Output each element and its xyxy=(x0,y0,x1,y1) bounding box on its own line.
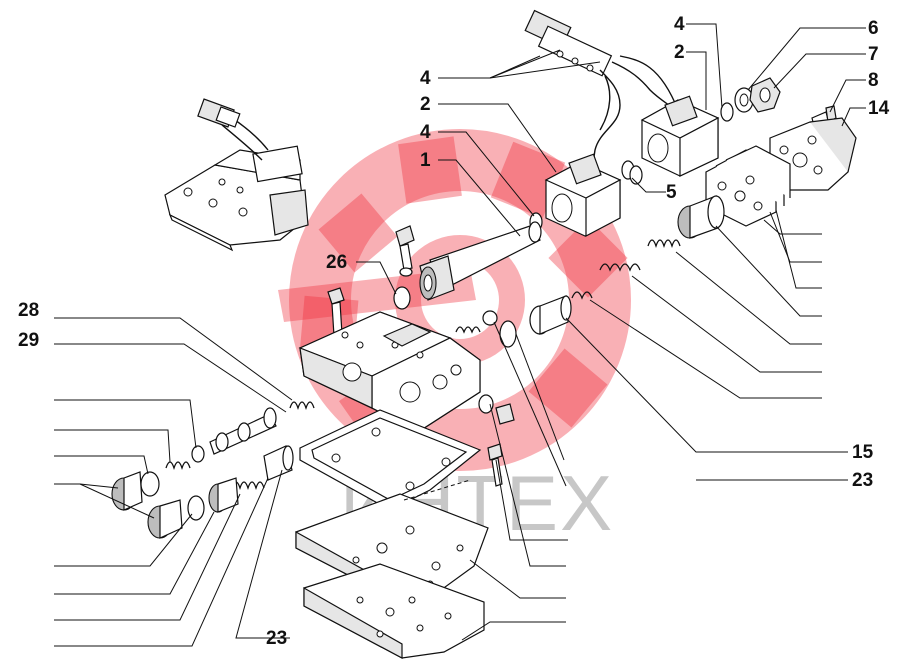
o-ring-4-top xyxy=(720,102,734,122)
nut-6 xyxy=(749,77,781,113)
ball-middle xyxy=(482,310,498,326)
callout-5: 6 xyxy=(868,18,879,39)
solenoid-tube-1 xyxy=(419,221,542,301)
callout-15: 23 xyxy=(852,470,873,491)
callout-14: 15 xyxy=(852,442,874,463)
solenoid-coil-rear xyxy=(640,95,720,177)
spool-left-lower xyxy=(208,477,239,513)
callout-29: 29 xyxy=(18,330,39,351)
spool-middle xyxy=(529,295,572,335)
valve-body xyxy=(298,311,481,433)
callout-23-label: 23 xyxy=(266,628,287,649)
plug-left-upper xyxy=(111,471,143,511)
callout-2-left: 2 xyxy=(420,94,431,115)
callout-28: 28 xyxy=(18,300,39,321)
fitting-right-of-body xyxy=(478,394,515,425)
washer-bolt xyxy=(399,267,413,277)
o-ring-26 xyxy=(393,286,411,310)
callout-2-top: 2 xyxy=(674,42,685,63)
spring-middle-long xyxy=(571,263,641,300)
spool-valve-left xyxy=(209,407,277,455)
washer-5 xyxy=(734,87,754,113)
base-plate xyxy=(303,563,485,659)
plug-left-lower xyxy=(147,499,183,539)
washer-left xyxy=(191,445,205,463)
spring-left-upper xyxy=(165,461,191,471)
callout-26: 26 xyxy=(326,252,347,273)
spring-right-small xyxy=(647,239,681,249)
solenoid-coil-front xyxy=(544,153,622,237)
watermark-gear-logo xyxy=(278,129,631,471)
callout-4-left: 4 xyxy=(420,122,431,143)
spring-left-lower xyxy=(231,481,265,491)
callout-3: 4 xyxy=(420,68,431,89)
spring-small-middle xyxy=(455,326,481,334)
spring-sleeve-right xyxy=(677,195,725,239)
assembled-valve-view xyxy=(164,98,309,252)
bolt-top xyxy=(395,225,415,271)
leader-lines xyxy=(54,23,866,647)
callout-8: 14 xyxy=(868,98,890,119)
spring-28 xyxy=(289,401,315,411)
gasket xyxy=(299,409,482,511)
sleeve-left xyxy=(263,445,294,481)
snap-ring-middle xyxy=(499,320,517,348)
o-ring-left xyxy=(140,471,160,497)
callout-4-middle: 5 xyxy=(666,182,677,203)
callout-4-top: 4 xyxy=(674,14,685,35)
callout-6: 7 xyxy=(868,44,879,65)
callout-labels: 4 2 4 1 4 2 5 6 7 8 14 26 28 29 15 23 23… xyxy=(18,14,890,649)
callout-7: 8 xyxy=(868,70,879,91)
o-ring-4-middle xyxy=(621,160,643,185)
callout-1: 1 xyxy=(420,150,431,171)
